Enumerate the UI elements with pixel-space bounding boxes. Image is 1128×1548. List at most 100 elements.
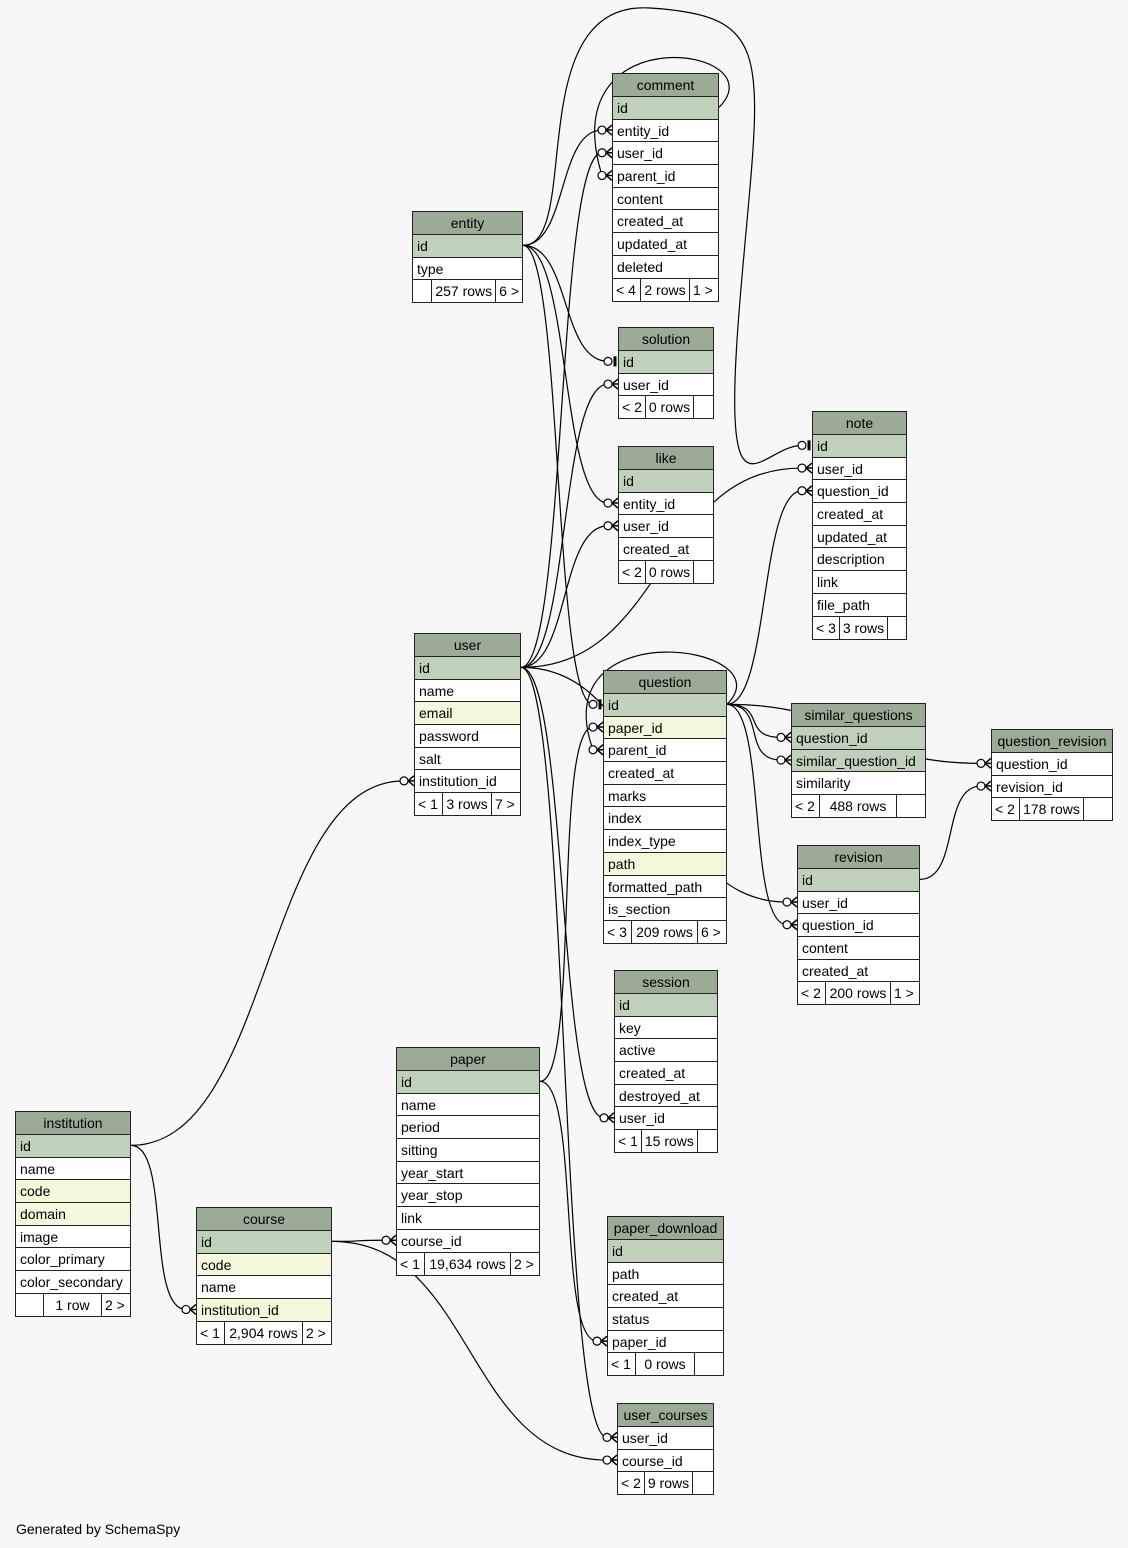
column-user_id[interactable]: user_id xyxy=(619,515,713,539)
column-status[interactable]: status xyxy=(608,1308,723,1331)
table-header[interactable]: question xyxy=(604,671,726,694)
parents-link[interactable]: < 2 xyxy=(792,795,820,818)
column-id[interactable]: id xyxy=(613,97,718,120)
column-active[interactable]: active xyxy=(615,1039,717,1063)
column-content[interactable]: content xyxy=(613,188,718,211)
column-user_id[interactable]: user_id xyxy=(613,142,718,166)
table-header[interactable]: question_revision xyxy=(992,730,1112,753)
children-link[interactable] xyxy=(693,1472,713,1494)
column-institution_id[interactable]: institution_id xyxy=(197,1299,331,1322)
parents-link[interactable]: < 3 xyxy=(813,616,840,639)
parents-link[interactable]: < 2 xyxy=(992,798,1020,821)
children-link[interactable]: 1 > xyxy=(894,985,914,1002)
children-link[interactable] xyxy=(695,1353,723,1375)
column-course_id[interactable]: course_id xyxy=(397,1230,539,1253)
table-header[interactable]: similar_questions xyxy=(792,704,925,727)
parents-link[interactable]: < 4 xyxy=(613,278,641,301)
column-salt[interactable]: salt xyxy=(415,748,520,771)
column-id[interactable]: id xyxy=(798,869,919,892)
table-header[interactable]: session xyxy=(615,971,717,994)
children-link[interactable]: 2 > xyxy=(306,1324,326,1341)
column-user_id[interactable]: user_id xyxy=(798,892,919,915)
column-updated_at[interactable]: updated_at xyxy=(813,526,906,549)
column-description[interactable]: description xyxy=(813,548,906,572)
column-created_at[interactable]: created_at xyxy=(813,503,906,526)
column-entity_id[interactable]: entity_id xyxy=(613,120,718,143)
column-link[interactable]: link xyxy=(813,571,906,594)
parents-link[interactable]: < 2 xyxy=(619,560,646,583)
column-created_at[interactable]: created_at xyxy=(615,1062,717,1085)
column-entity_id[interactable]: entity_id xyxy=(619,493,713,516)
column-created_at[interactable]: created_at xyxy=(604,762,726,785)
column-user_id[interactable]: user_id xyxy=(813,458,906,481)
column-paper_id[interactable]: paper_id xyxy=(608,1331,723,1354)
column-code[interactable]: code xyxy=(197,1253,331,1277)
column-paper_id[interactable]: paper_id xyxy=(604,716,726,740)
column-updated_at[interactable]: updated_at xyxy=(613,233,718,256)
children-link[interactable]: 1 > xyxy=(693,281,713,298)
column-email[interactable]: email xyxy=(415,702,520,726)
column-index[interactable]: index xyxy=(604,807,726,831)
table-header[interactable]: user xyxy=(415,634,520,657)
children-link[interactable] xyxy=(694,561,713,583)
column-question_id[interactable]: question_id xyxy=(813,480,906,504)
column-name[interactable]: name xyxy=(16,1158,130,1181)
column-path[interactable]: path xyxy=(608,1263,723,1286)
column-deleted[interactable]: deleted xyxy=(613,256,718,279)
column-id[interactable]: id xyxy=(197,1231,331,1254)
column-formatted_path[interactable]: formatted_path xyxy=(604,876,726,899)
parents-link[interactable]: < 1 xyxy=(608,1353,636,1376)
table-header[interactable]: paper_download xyxy=(608,1217,723,1240)
column-similar_question_id[interactable]: similar_question_id xyxy=(792,749,925,773)
column-content[interactable]: content xyxy=(798,937,919,960)
children-link[interactable]: 2 > xyxy=(105,1296,125,1313)
table-header[interactable]: comment xyxy=(613,74,718,97)
column-id[interactable]: id xyxy=(608,1240,723,1263)
column-marks[interactable]: marks xyxy=(604,785,726,808)
parents-link[interactable]: < 1 xyxy=(615,1130,642,1153)
column-key[interactable]: key xyxy=(615,1017,717,1040)
column-sitting[interactable]: sitting xyxy=(397,1139,539,1162)
children-link[interactable]: 7 > xyxy=(495,796,515,813)
column-similarity[interactable]: similarity xyxy=(792,772,925,796)
table-header[interactable]: course xyxy=(197,1208,331,1231)
parents-link[interactable]: < 3 xyxy=(604,920,632,943)
table-header[interactable]: user_courses xyxy=(618,1404,713,1427)
column-id[interactable]: id xyxy=(415,657,520,680)
column-course_id[interactable]: course_id xyxy=(618,1450,713,1473)
column-parent_id[interactable]: parent_id xyxy=(613,165,718,188)
children-link[interactable] xyxy=(698,1130,717,1152)
column-link[interactable]: link xyxy=(397,1207,539,1230)
column-id[interactable]: id xyxy=(619,351,713,374)
parents-link[interactable]: < 2 xyxy=(798,982,826,1005)
column-name[interactable]: name xyxy=(197,1276,331,1300)
column-destroyed_at[interactable]: destroyed_at xyxy=(615,1085,717,1108)
column-question_id[interactable]: question_id xyxy=(792,727,925,750)
children-link[interactable] xyxy=(888,617,906,639)
column-path[interactable]: path xyxy=(604,852,726,876)
column-year_start[interactable]: year_start xyxy=(397,1162,539,1185)
column-period[interactable]: period xyxy=(397,1116,539,1140)
column-type[interactable]: type xyxy=(413,258,522,281)
column-name[interactable]: name xyxy=(415,680,520,703)
column-index_type[interactable]: index_type xyxy=(604,830,726,853)
column-color_primary[interactable]: color_primary xyxy=(16,1248,130,1272)
parents-link[interactable]: < 1 xyxy=(197,1321,225,1344)
column-created_at[interactable]: created_at xyxy=(613,210,718,234)
column-name[interactable]: name xyxy=(397,1094,539,1117)
table-header[interactable]: entity xyxy=(413,212,522,235)
column-created_at[interactable]: created_at xyxy=(608,1285,723,1309)
parents-link[interactable]: < 2 xyxy=(618,1472,645,1495)
